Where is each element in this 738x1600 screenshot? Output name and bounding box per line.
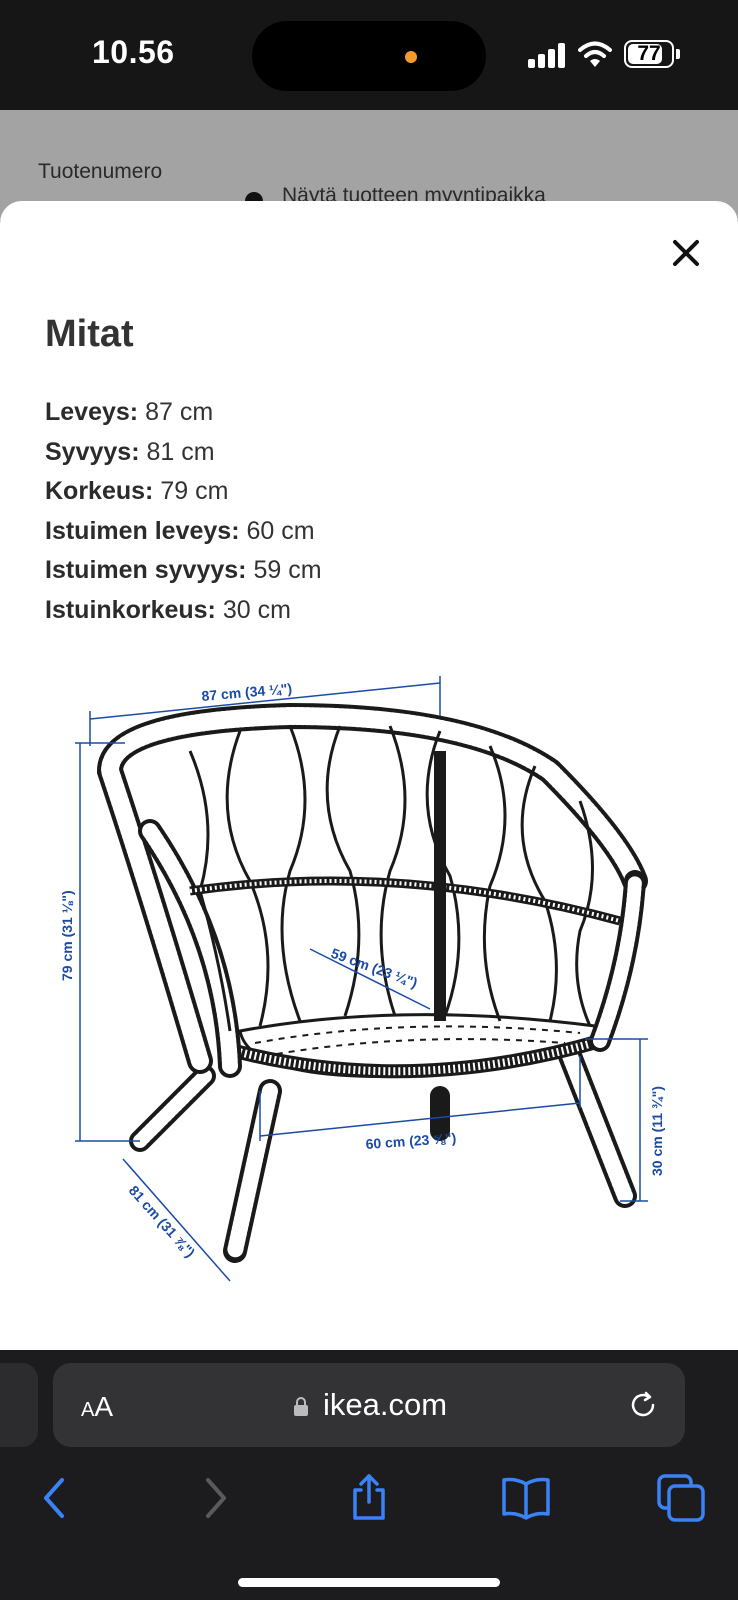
status-bar: 10.56 77: [0, 0, 738, 110]
back-button[interactable]: [30, 1472, 82, 1524]
reload-icon[interactable]: [627, 1389, 659, 1421]
status-time: 10.56: [92, 34, 175, 70]
battery-icon: 77: [624, 40, 674, 68]
tabs-icon: [657, 1474, 705, 1522]
address-bar[interactable]: AA ikea.com: [53, 1363, 685, 1447]
seat-depth-dimension-label: 59 cm (23 ¼"): [329, 945, 420, 991]
dimension-item: Istuimen syvyys: 59 cm: [45, 556, 322, 584]
battery-level: 77: [637, 42, 661, 65]
sheet-title: Mitat: [45, 313, 134, 355]
text-size-button[interactable]: AA: [81, 1391, 114, 1422]
bookmarks-button[interactable]: [500, 1472, 552, 1524]
lock-icon: [294, 1397, 308, 1416]
url-text: ikea.com: [323, 1387, 448, 1422]
dimension-item: Istuimen leveys: 60 cm: [45, 516, 315, 545]
chevron-left-icon: [44, 1478, 64, 1518]
chair-illustration: [96, 702, 648, 1263]
close-button[interactable]: [664, 231, 708, 275]
book-icon: [502, 1477, 550, 1520]
height-dimension-label: 79 cm (31 ⅛"): [59, 890, 75, 981]
share-icon: [353, 1474, 385, 1520]
cellular-signal-icon: [528, 42, 566, 68]
dimension-item: Istuinkorkeus: 30 cm: [45, 595, 291, 624]
width-dimension-label: 87 cm (34 ¼"): [201, 680, 293, 704]
dynamic-island: [252, 21, 486, 91]
forward-button[interactable]: [188, 1472, 240, 1524]
dimension-lines: [75, 676, 648, 1282]
dimensions-sheet: Mitat Leveys: 87 cm Syvyys: 81 cm Korkeu…: [0, 201, 738, 1350]
dimension-item: Korkeus: 79 cm: [45, 477, 229, 505]
tabs-button[interactable]: [655, 1472, 707, 1524]
privacy-indicator: [405, 51, 417, 63]
depth-dimension-label: 81 cm (31 ⅞"): [126, 1182, 199, 1260]
product-number-label: Tuotenumero: [38, 160, 163, 183]
browser-toolbar: AA ikea.com: [0, 1350, 738, 1600]
battery-tip: [676, 49, 680, 59]
dimension-item: Leveys: 87 cm: [45, 398, 214, 426]
wifi-icon: [578, 41, 612, 67]
close-icon: [673, 240, 699, 266]
dimension-list: Leveys: 87 cm Syvyys: 81 cm Korkeus: 79 …: [45, 393, 322, 630]
chevron-right-icon: [206, 1478, 226, 1518]
chair-dimension-diagram: 87 cm (34 ¼") 79 cm (31 ⅛") 59 cm (23 ¼"…: [59, 676, 665, 1282]
previous-tab[interactable]: [0, 1363, 38, 1447]
dimension-item: Syvyys: 81 cm: [45, 437, 215, 466]
seat-height-dimension-label: 30 cm (11 ¾"): [649, 1086, 665, 1176]
home-indicator: [238, 1578, 500, 1587]
share-button[interactable]: [343, 1472, 395, 1524]
seat-width-dimension-label: 60 cm (23 ⅝"): [365, 1130, 457, 1152]
